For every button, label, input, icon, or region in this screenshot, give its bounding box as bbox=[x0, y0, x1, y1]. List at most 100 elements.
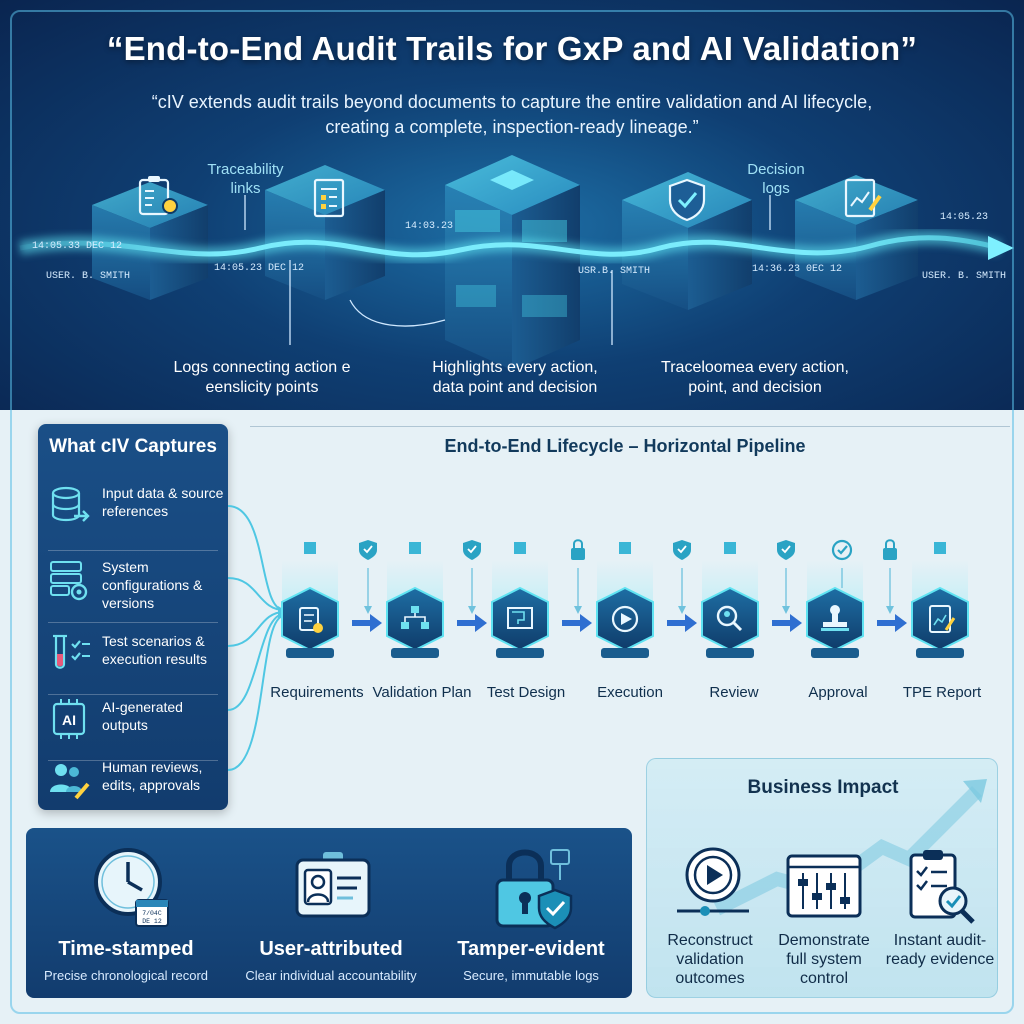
pipeline-arrow bbox=[772, 614, 802, 632]
stage-label-review: Review bbox=[709, 684, 759, 701]
cube-center-stack bbox=[445, 155, 580, 370]
flowchart-icon bbox=[401, 606, 429, 629]
control-sliders-icon bbox=[786, 854, 862, 918]
traceability-links-label: Traceability links bbox=[207, 161, 284, 197]
play-icon bbox=[611, 605, 639, 633]
caption-left: Logs connecting action e eenslicity poin… bbox=[173, 359, 351, 396]
magnifier-icon bbox=[716, 605, 743, 632]
business-impact-title: Business Impact bbox=[747, 777, 899, 798]
chart-document-icon bbox=[844, 178, 882, 218]
stage-validation-plan[interactable] bbox=[386, 542, 444, 658]
capture-item-label: Input data & source references bbox=[102, 485, 224, 519]
capture-item-label: AI-generated outputs bbox=[102, 699, 183, 733]
user-left: USER. B. SMITH bbox=[46, 271, 131, 282]
timestamp-left-top: 14:05.33 DEC 12 bbox=[32, 241, 123, 252]
user-right: USER. B. SMITH bbox=[922, 271, 1007, 282]
impact-item-label: Demonstrate full system control bbox=[778, 932, 870, 987]
feature-desc: Precise chronological record bbox=[43, 968, 209, 983]
timestamp-center-top: 14:03.23 bbox=[405, 221, 454, 232]
stage-label-tpe-report: TPE Report bbox=[902, 684, 982, 701]
capture-item-label: System configurations & versions bbox=[102, 559, 203, 611]
padlock-shield-icon bbox=[495, 849, 573, 930]
timestamp-left-mid: 14:05.23 DEC 12 bbox=[214, 263, 305, 274]
marker-shield-icon bbox=[777, 540, 795, 614]
capture-item-human-reviews: Human reviews, edits, approvals bbox=[48, 754, 226, 824]
data-stream bbox=[19, 235, 1001, 258]
stage-review[interactable] bbox=[701, 542, 759, 658]
impact-item-label: Reconstruct validation outcomes bbox=[667, 932, 753, 987]
stage-label-validation-plan: Validation Plan bbox=[372, 684, 472, 701]
document-list-icon bbox=[313, 178, 345, 218]
stage-label-requirements: Requirements bbox=[270, 684, 364, 701]
data-cube-icon bbox=[619, 542, 631, 554]
stage-approval[interactable] bbox=[806, 560, 864, 658]
marker-shield-icon bbox=[359, 540, 377, 614]
data-cube-icon bbox=[934, 542, 946, 554]
capture-item-ai-outputs: AI AI-generated outputs bbox=[48, 694, 226, 764]
feature-desc: Clear individual accountability bbox=[245, 968, 417, 983]
checklist-magnifier-icon bbox=[909, 850, 975, 924]
capture-item-label: Test scenarios & execution results bbox=[102, 633, 208, 667]
timestamp-right-mid: 14:36.23 0EC 12 bbox=[752, 264, 843, 275]
connector-center-caption bbox=[349, 299, 446, 327]
stage-label-execution: Execution bbox=[597, 684, 663, 701]
pipeline-divider bbox=[250, 426, 1010, 427]
divider bbox=[48, 622, 218, 623]
pipeline-arrow bbox=[457, 614, 487, 632]
cube-report bbox=[795, 175, 918, 300]
stamp-icon bbox=[821, 605, 849, 631]
caption-center: Highlights every action, data point and … bbox=[432, 359, 598, 396]
database-icon bbox=[51, 486, 90, 522]
impact-item-label: Instant audit-ready evidence bbox=[885, 932, 995, 968]
stage-label-approval: Approval bbox=[808, 684, 868, 701]
divider bbox=[48, 694, 218, 695]
pipeline-graphic bbox=[281, 539, 969, 658]
clipboard-gear-icon bbox=[299, 607, 323, 633]
marker-lock-icon bbox=[883, 539, 897, 614]
marker-shield-icon bbox=[463, 540, 481, 614]
captures-title: What cIV Captures bbox=[49, 436, 217, 457]
data-cube-icon bbox=[304, 542, 316, 554]
pipeline-arrow bbox=[352, 614, 382, 632]
capture-item-label: Human reviews, edits, approvals bbox=[102, 759, 203, 793]
data-stream-arrowhead bbox=[988, 236, 1014, 260]
timestamp-right-top: 14:05.23 bbox=[940, 212, 989, 223]
video-play-icon bbox=[677, 847, 749, 916]
marker-shield-icon bbox=[673, 540, 691, 614]
marker-check-icon bbox=[831, 539, 853, 588]
blueprint-icon bbox=[507, 607, 533, 629]
pipeline-title: End-to-End Lifecycle – Horizontal Pipeli… bbox=[444, 436, 806, 456]
feature-title: Time-stamped bbox=[58, 938, 194, 960]
id-badge-icon bbox=[295, 852, 371, 918]
capture-item-test-scenarios: Test scenarios & execution results bbox=[48, 628, 226, 698]
business-impact-panel: Business Impact Reconstruct validation o… bbox=[646, 758, 998, 998]
capture-item-input-data: Input data & source references bbox=[48, 480, 226, 550]
stage-label-test-design: Test Design bbox=[486, 684, 566, 701]
page-subtitle: “cIV extends audit trails beyond documen… bbox=[151, 92, 873, 137]
stage-test-design[interactable] bbox=[491, 542, 549, 658]
decision-logs-label: Decision logs bbox=[747, 161, 805, 197]
marker-lock-icon bbox=[571, 539, 585, 614]
page-title: “End-to-End Audit Trails for GxP and AI … bbox=[106, 30, 918, 67]
hero-banner: “End-to-End Audit Trails for GxP and AI … bbox=[0, 0, 1024, 410]
pipeline-arrow bbox=[562, 614, 592, 632]
feature-title: User-attributed bbox=[259, 938, 403, 960]
capture-item-configurations: System configurations & versions bbox=[48, 554, 226, 624]
ai-chip-icon: AI bbox=[52, 699, 86, 739]
feature-desc: Secure, immutable logs bbox=[463, 968, 599, 983]
feature-user-attributed: User-attributed Clear individual account… bbox=[231, 828, 431, 998]
data-cube-icon bbox=[409, 542, 421, 554]
divider bbox=[48, 760, 218, 761]
pipeline-arrow bbox=[667, 614, 697, 632]
stage-execution[interactable] bbox=[596, 542, 654, 658]
stage-requirements[interactable] bbox=[281, 542, 339, 658]
clipboard-gear-icon bbox=[138, 176, 178, 216]
captures-panel: What cIV Captures Input data & source re… bbox=[38, 424, 228, 810]
stage-tpe-report[interactable] bbox=[911, 542, 969, 658]
cube-decision bbox=[622, 172, 752, 310]
captures-connector bbox=[228, 505, 288, 771]
